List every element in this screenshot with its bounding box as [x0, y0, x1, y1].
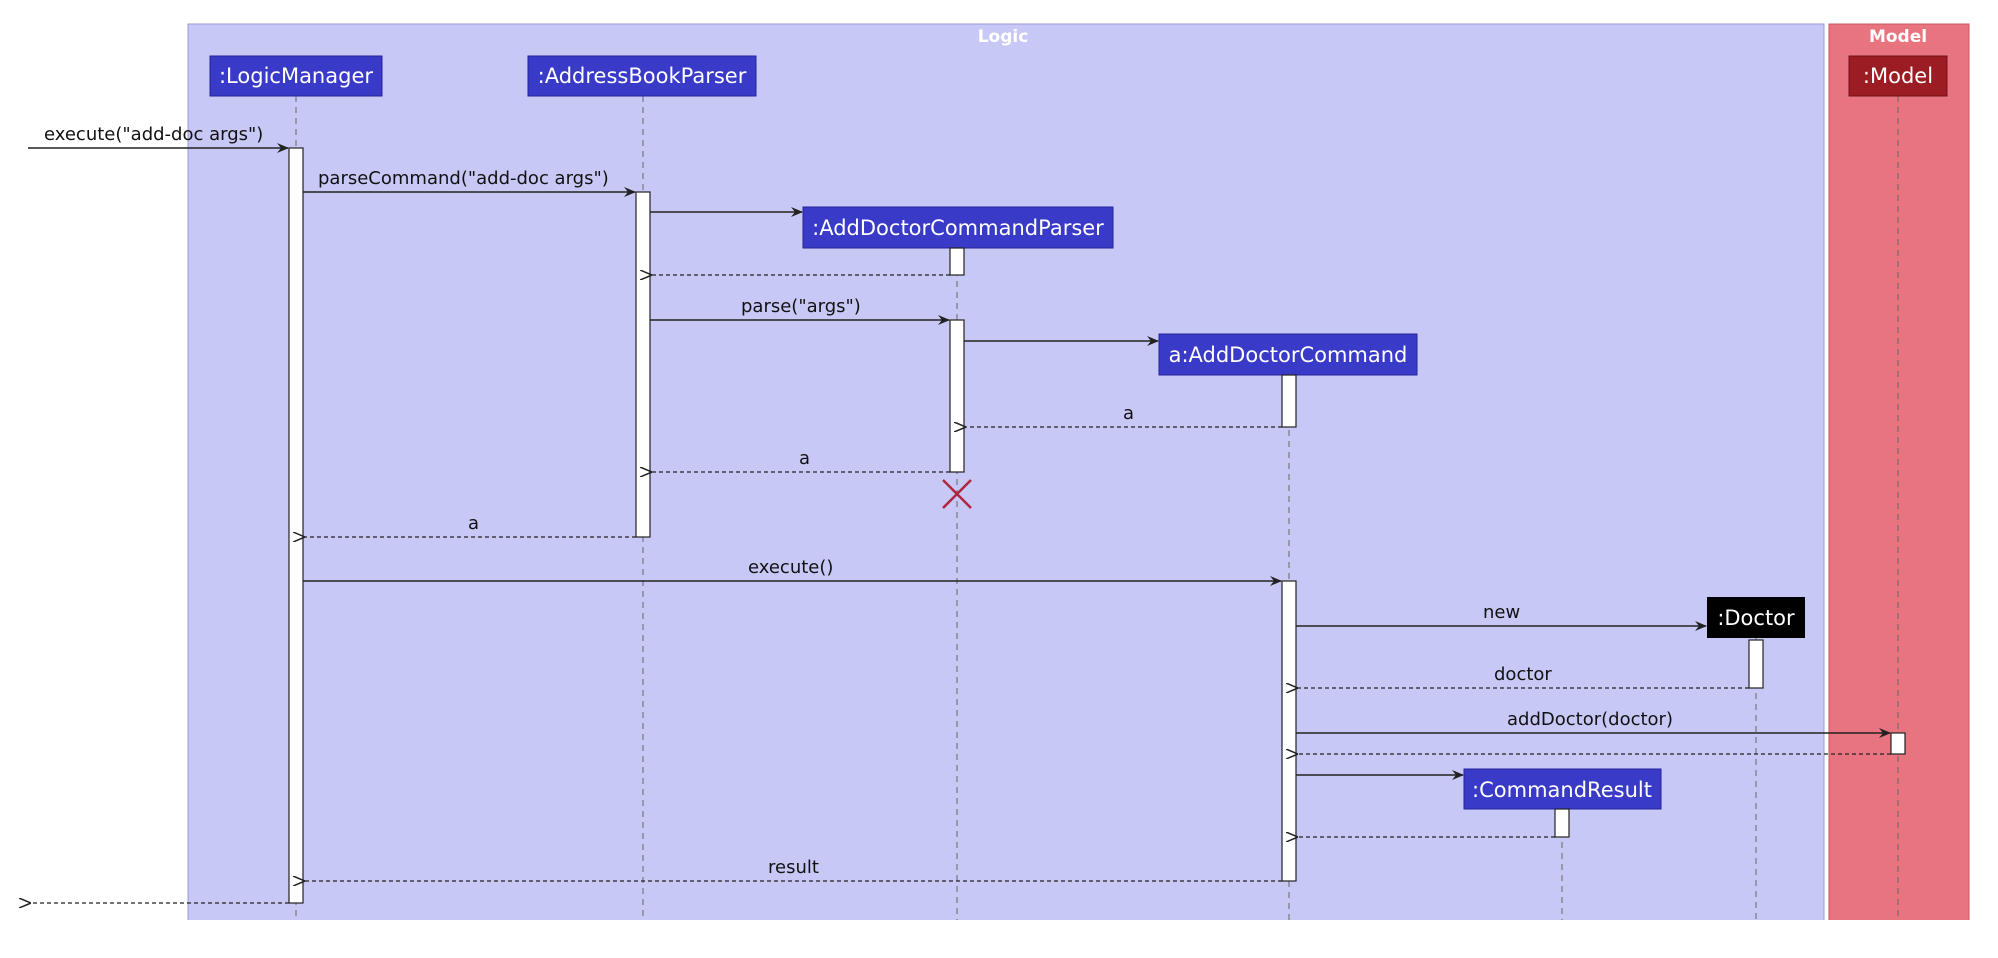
msg-new-doctor-label: new	[1483, 602, 1520, 623]
model-frame-label: Model	[1869, 27, 1927, 47]
activation-parser-parse	[949, 319, 965, 473]
return-a-parser-label: a	[799, 448, 810, 469]
activation-address-book-parser	[635, 191, 651, 538]
activation-command-execute	[1281, 580, 1297, 882]
destroy-mark	[942, 479, 972, 509]
activation-model	[1890, 732, 1906, 755]
msg-parse-command-label: parseCommand("add-doc args")	[318, 168, 609, 189]
activation-command-result	[1554, 808, 1570, 838]
participant-address-book-parser: :AddressBookParser	[538, 64, 747, 88]
participant-model-box	[1848, 55, 1948, 97]
msg-add-doctor-label: addDoctor(doctor)	[1507, 709, 1673, 730]
participant-add-doctor-command-parser: :AddDoctorCommandParser	[812, 216, 1104, 240]
return-doctor-label: doctor	[1494, 664, 1552, 685]
model-frame	[1828, 23, 1970, 920]
participant-add-doctor-command: a:AddDoctorCommand	[1169, 343, 1408, 367]
participant-address-book-parser-box	[527, 55, 757, 97]
participant-doctor-box	[1707, 597, 1805, 638]
msg-execute-call-label: execute()	[748, 557, 833, 578]
participant-logic-manager: :LogicManager	[219, 64, 373, 88]
activation-command-create	[1281, 374, 1297, 428]
activation-parser-create	[949, 247, 965, 276]
msg-execute-input-label: execute("add-doc args")	[44, 124, 263, 145]
activation-logic-manager	[288, 147, 304, 904]
msg-parse-args-label: parse("args")	[741, 296, 861, 317]
logic-frame-label: Logic	[978, 27, 1029, 47]
return-result-label: result	[768, 857, 819, 878]
participant-add-doctor-command-box	[1158, 333, 1418, 376]
participant-logic-manager-box	[209, 55, 383, 97]
participant-add-doctor-command-parser-box	[802, 206, 1114, 249]
return-a-command-label: a	[1123, 403, 1134, 424]
activation-doctor	[1748, 639, 1764, 689]
participant-command-result-box	[1463, 768, 1662, 810]
participant-doctor: :Doctor	[1717, 606, 1795, 630]
participant-command-result: :CommandResult	[1472, 778, 1652, 802]
return-a-addressbook-label: a	[468, 513, 479, 534]
sequence-diagram: Logic Model :LogicManager :AddressBookPa…	[0, 23, 1970, 920]
participant-model: :Model	[1863, 64, 1933, 88]
